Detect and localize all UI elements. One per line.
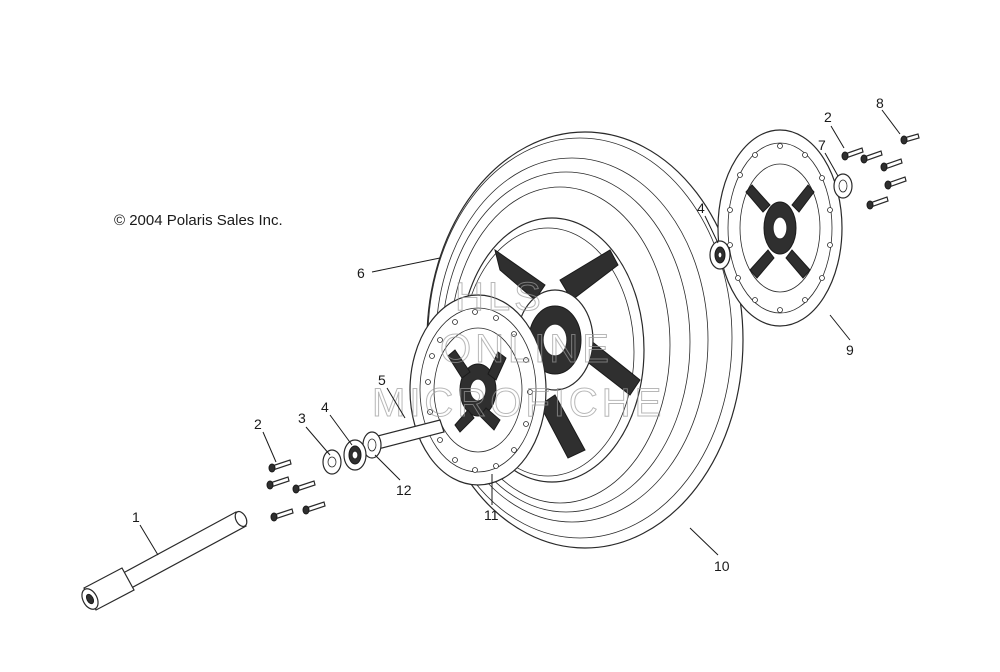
callout-4-front: 4 — [321, 399, 329, 415]
callout-2-rear: 2 — [824, 109, 832, 125]
callout-7: 7 — [818, 137, 826, 153]
spacer-rear — [833, 173, 853, 199]
bearing-front — [343, 439, 367, 471]
callout-9: 9 — [846, 342, 854, 358]
svg-text:HLS: HLS — [455, 275, 545, 319]
svg-text:MICROFICHE: MICROFICHE — [372, 381, 665, 425]
seal — [322, 449, 342, 475]
leader-lines — [139, 109, 901, 556]
bolts-front — [266, 459, 326, 522]
copyright-text: © 2004 Polaris Sales Inc. — [114, 212, 283, 229]
watermark: HLS ONLINE MICROFICHE — [372, 275, 665, 426]
brake-rotor-front — [409, 294, 547, 486]
callout-1: 1 — [132, 509, 140, 525]
svg-text:ONLINE: ONLINE — [440, 327, 613, 371]
callout-11: 11 — [484, 507, 499, 523]
spacer-small — [362, 431, 382, 459]
axle — [81, 510, 248, 611]
brake-rotor-rear — [717, 129, 843, 327]
callout-10: 10 — [714, 558, 730, 574]
bolts-rear — [841, 133, 920, 210]
callout-2-front: 2 — [254, 416, 262, 432]
bearing-rear — [709, 240, 731, 270]
callout-6: 6 — [357, 265, 365, 281]
callout-12: 12 — [396, 482, 412, 498]
callout-labels: 1 2 3 4 5 6 11 12 10 4 2 7 8 9 — [132, 95, 884, 574]
callout-5: 5 — [378, 372, 386, 388]
callout-8: 8 — [876, 95, 884, 111]
callout-4-rear: 4 — [697, 200, 705, 216]
callout-3: 3 — [298, 410, 306, 426]
